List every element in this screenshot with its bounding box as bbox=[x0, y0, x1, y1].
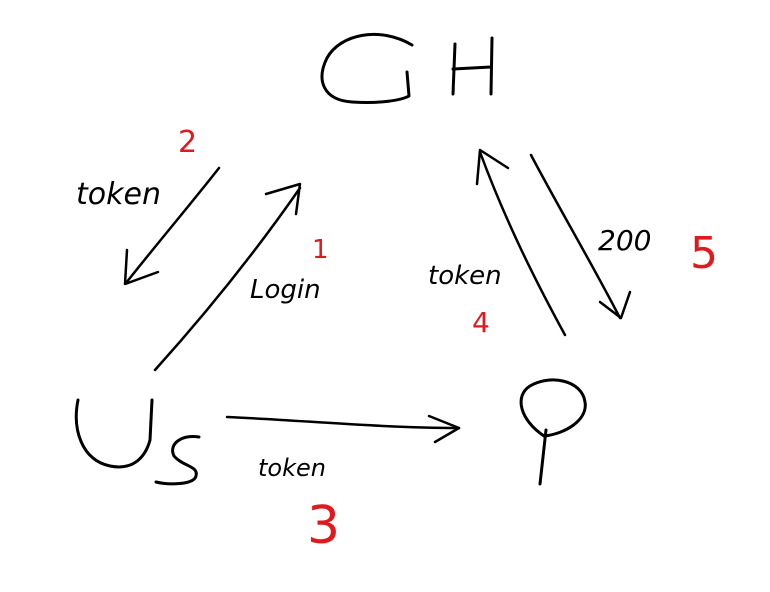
arrow-token-gh-head bbox=[475, 148, 510, 186]
arrow-token-us-head bbox=[123, 248, 160, 286]
edge-token-to-p: token 3 bbox=[225, 414, 461, 556]
arrow-token-gh-shaft bbox=[478, 150, 567, 337]
edge-token-to-gh: token 4 bbox=[428, 148, 567, 339]
node-us-glyph-s bbox=[154, 434, 201, 486]
node-gh-glyph-h-right bbox=[489, 36, 494, 96]
arrow-ok-shaft bbox=[529, 153, 622, 320]
arrow-login-head bbox=[264, 182, 302, 216]
edge-ok-to-p: 200 5 bbox=[529, 153, 718, 320]
node-us: Us bbox=[74, 398, 201, 486]
arrow-token-p-head bbox=[427, 414, 461, 444]
step-1: 1 bbox=[312, 235, 329, 265]
node-p-glyph-stem bbox=[538, 428, 548, 486]
step-3: 3 bbox=[307, 496, 340, 556]
step-2: 2 bbox=[178, 125, 197, 160]
label-token-p: token bbox=[258, 454, 326, 482]
arrow-token-us-shaft bbox=[124, 166, 221, 285]
label-token-us: token bbox=[76, 177, 161, 212]
node-p: P bbox=[519, 378, 587, 486]
step-4: 4 bbox=[472, 306, 490, 339]
label-ok: 200 bbox=[598, 224, 651, 257]
node-p-glyph-bowl bbox=[519, 378, 587, 438]
node-gh-glyph-g bbox=[320, 32, 414, 104]
node-gh: GH bbox=[320, 32, 494, 104]
arrow-ok-head bbox=[598, 290, 632, 320]
node-gh-glyph-h-bar bbox=[451, 65, 493, 71]
node-us-glyph-u bbox=[74, 398, 154, 469]
edge-login: Login 1 bbox=[153, 182, 329, 372]
step-5: 5 bbox=[690, 228, 718, 279]
arrow-token-p-shaft bbox=[225, 415, 461, 430]
label-token-gh: token bbox=[428, 261, 502, 291]
label-login: Login bbox=[250, 275, 321, 305]
edge-token-to-us: token 2 bbox=[76, 125, 221, 286]
arrow-login-shaft bbox=[153, 186, 302, 372]
